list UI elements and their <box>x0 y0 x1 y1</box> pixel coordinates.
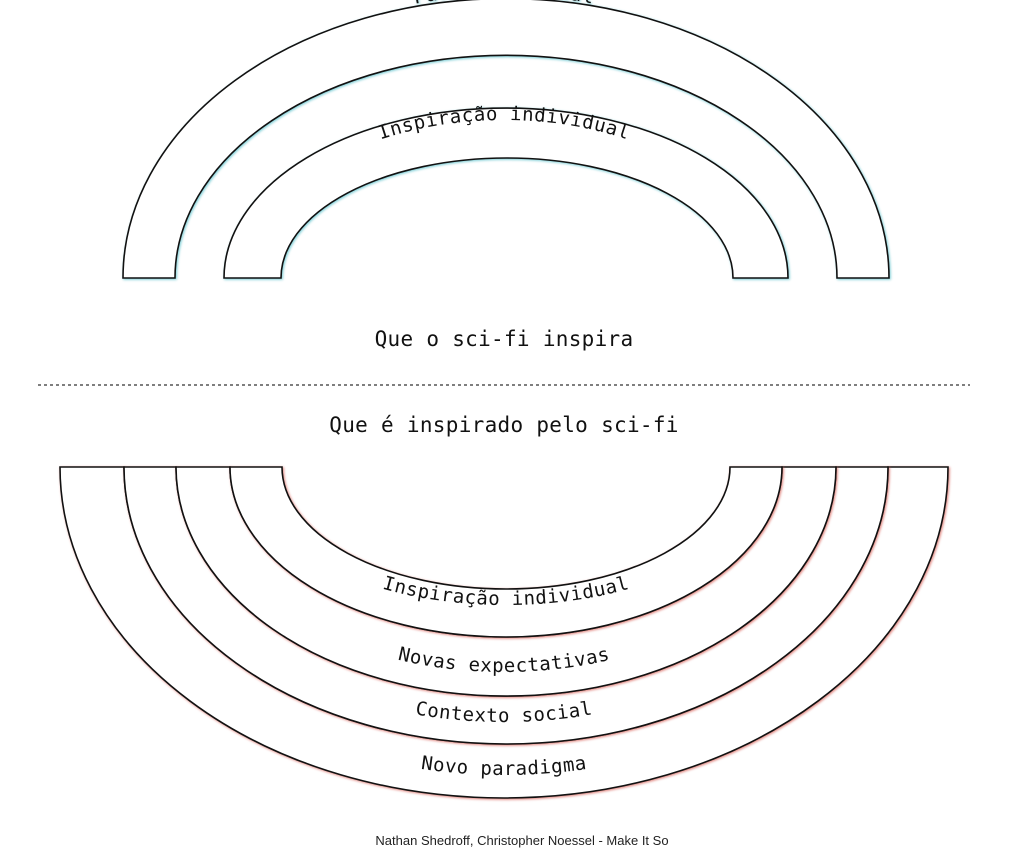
top-heading: Que o sci-fi inspira <box>375 327 634 351</box>
top-ring-paradigma-atual: Paradigma atual <box>122 0 890 279</box>
bottom-ring-novo-paradigma: Novo paradigma <box>59 466 949 799</box>
bottom-heading: Que é inspirado pelo sci-fi <box>329 413 678 437</box>
bottom-ring-contexto-social: Contexto social <box>123 466 889 745</box>
credit-line: Nathan Shedroff, Christopher Noessel - M… <box>375 833 668 848</box>
top-ring-inspiracao-individual: Inspiração individual <box>223 103 789 279</box>
